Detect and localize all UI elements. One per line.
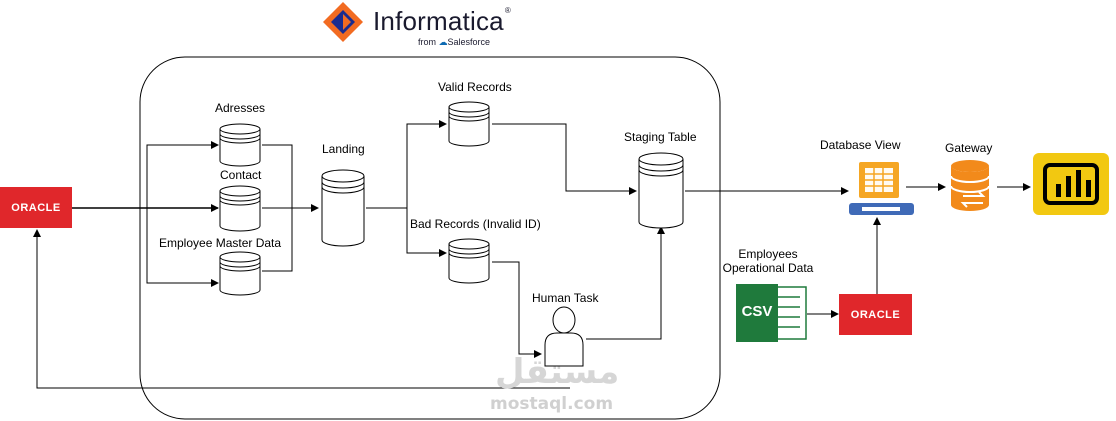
logo-sub-brand: Salesforce <box>447 37 491 47</box>
label-contact: Contact <box>220 168 262 182</box>
label-adresses: Adresses <box>215 101 266 115</box>
db-adresses-icon <box>219 123 261 167</box>
label-employees-operational-data: Employees Operational Data <box>720 247 816 275</box>
database-view-icon <box>849 162 914 215</box>
db-contact-icon <box>219 185 261 232</box>
label-human-task: Human Task <box>532 291 599 305</box>
informatica-subline: from ☁Salesforce <box>418 37 490 48</box>
oracle-source-left: ORACLE <box>0 187 72 228</box>
label-employees-line1: Employees <box>738 247 798 261</box>
db-bad-records-icon <box>448 238 490 284</box>
gateway-icon <box>950 160 990 211</box>
label-employee-master-data: Employee Master Data <box>159 236 282 250</box>
human-task-person-icon <box>544 306 584 367</box>
process-boundary <box>139 56 721 420</box>
label-gateway: Gateway <box>945 141 993 155</box>
db-employee-master-icon <box>219 251 261 296</box>
watermark-arabic: مستقل <box>495 352 620 392</box>
informatica-logo-icon <box>323 2 363 42</box>
informatica-wordmark: Informatica® <box>373 6 511 36</box>
watermark-latin: mostaql.com <box>490 394 614 414</box>
db-staging-table-icon <box>638 152 684 229</box>
oracle-source-right: ORACLE <box>839 294 912 335</box>
csv-file-icon <box>736 284 807 342</box>
label-staging-table: Staging Table <box>624 130 697 144</box>
label-employees-line2: Operational Data <box>722 261 814 275</box>
salesforce-cloud-icon: ☁ <box>438 37 448 47</box>
power-bi-icon <box>1033 153 1109 215</box>
db-valid-records-icon <box>448 101 490 147</box>
db-landing-icon <box>321 169 365 247</box>
connector-lines <box>33 120 1031 389</box>
label-landing: Landing <box>322 142 365 156</box>
label-bad-records: Bad Records (Invalid ID) <box>410 217 541 231</box>
informatica-brand-text: Informatica <box>373 6 504 36</box>
logo-sub-prefix: from <box>418 37 436 47</box>
label-database-view: Database View <box>820 138 901 152</box>
csv-label: CSV <box>741 303 773 320</box>
label-valid-records: Valid Records <box>438 80 512 94</box>
